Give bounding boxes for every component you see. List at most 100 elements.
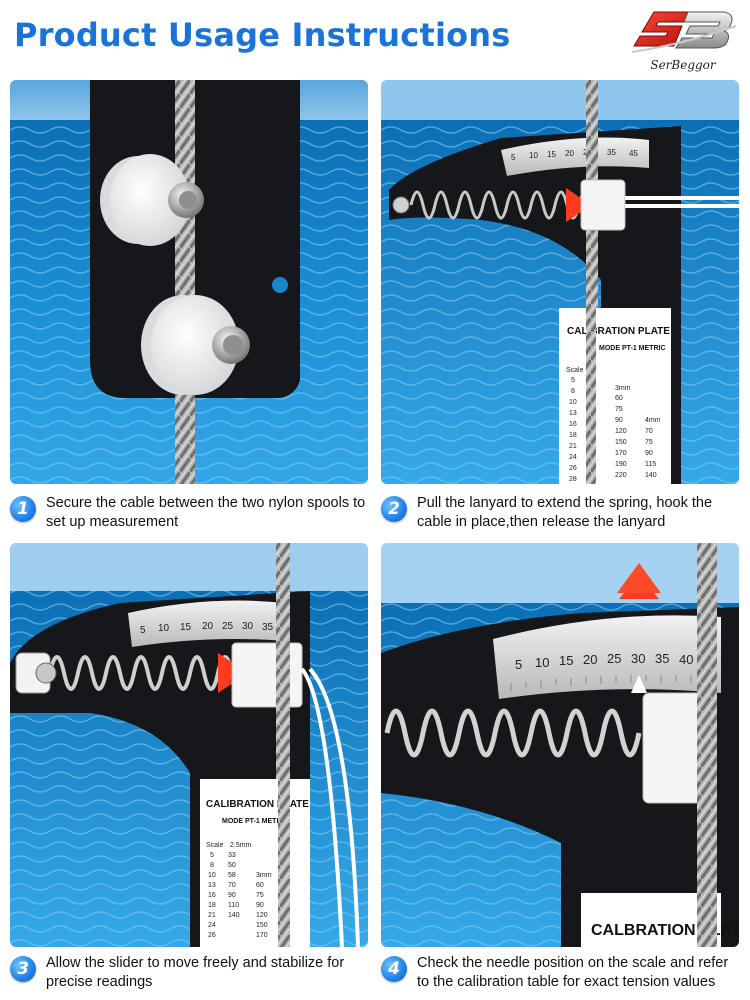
cal-value: 150: [615, 439, 627, 446]
scale-tick: 10: [158, 623, 170, 634]
cal-value: 60: [256, 882, 264, 889]
needle-reading-image: 5 10 15 20 25 30 35 40 CALBRATION PLATE: [381, 543, 739, 947]
cal-value: 90: [228, 892, 236, 899]
scale-tick: 45: [629, 149, 638, 158]
calibration-model: MODE PT-1 METRIC: [222, 818, 289, 825]
brand-logo: SerBeggor: [624, 6, 740, 76]
scale-tick: 20: [583, 652, 597, 667]
panel-step-1: [10, 80, 368, 484]
calibration-title: CALIBRATION PLATE: [206, 799, 309, 810]
step-description: Pull the lanyard to extend the spring, h…: [417, 495, 713, 530]
lanyard-hook-image: 5 10 15 20 25 35 45 CALIBRATION PLATE MO…: [381, 80, 739, 484]
cal-value: 120: [256, 912, 268, 919]
scale-tick: 15: [547, 150, 556, 159]
scale-header: Scale: [566, 367, 584, 374]
scale-tick: 35: [655, 651, 669, 666]
scale-tick: 30: [242, 621, 254, 632]
step-number-badge: 2: [381, 496, 407, 522]
scale-tick: 25: [222, 621, 234, 632]
cal-value: 90: [645, 450, 653, 457]
slider-stabilize-image: 5 10 15 20 25 30 35 CALIBRATION PLATE MO…: [10, 543, 368, 947]
scale-tick: 5: [515, 657, 522, 672]
scale-tick: 40: [679, 652, 693, 667]
scale-row: 24: [569, 454, 577, 461]
cal-value: 90: [615, 417, 623, 424]
cal-value: 140: [645, 472, 657, 479]
scale-row: 10: [208, 872, 216, 879]
scale-row: 21: [569, 443, 577, 450]
scale-row: 16: [569, 421, 577, 428]
cal-value: 140: [228, 912, 240, 919]
cal-value: 220: [615, 472, 627, 479]
col-header: 2.5mm: [230, 842, 252, 849]
brand-name: SerBeggor: [650, 58, 716, 72]
cal-value: 110: [228, 902, 239, 909]
scale-tick: 25: [607, 651, 621, 666]
calibration-model: MODE PT-1 METRIC: [599, 345, 666, 352]
step-4-caption: 4 Check the needle position on the scale…: [381, 954, 741, 992]
cal-value: 190: [615, 461, 627, 468]
scale-tick: 15: [559, 653, 573, 668]
panel-step-2: 5 10 15 20 25 35 45 CALIBRATION PLATE MO…: [381, 80, 739, 484]
cal-value: 70: [645, 428, 653, 435]
cal-value: 70: [228, 882, 236, 889]
scale-row: 13: [569, 410, 577, 417]
step-1-caption: 1 Secure the cable between the two nylon…: [10, 494, 368, 532]
step-description: Secure the cable between the two nylon s…: [46, 495, 366, 530]
step-number-badge: 3: [10, 956, 36, 982]
calibration-title: CALIBRATION PLATE: [567, 326, 670, 337]
scale-tick: 15: [180, 622, 192, 633]
step-2-caption: 2 Pull the lanyard to extend the spring,…: [381, 494, 739, 532]
panel-step-3: 5 10 15 20 25 30 35 CALIBRATION PLATE MO…: [10, 543, 368, 947]
scale-row: 18: [208, 902, 216, 909]
scale-tick: 20: [565, 149, 574, 158]
panel-step-4: 5 10 15 20 25 30 35 40 CALBRATION PLATE: [381, 543, 739, 947]
scale-tick: 10: [535, 655, 549, 670]
col-header: 4mm: [645, 417, 661, 424]
col-header: 3mm: [615, 385, 631, 392]
cal-value: 170: [615, 450, 627, 457]
scale-row: 10: [569, 399, 577, 406]
scale-tick: 35: [262, 622, 274, 633]
scale-row: 5: [571, 377, 575, 384]
cal-value: 75: [256, 892, 264, 899]
step-number-badge: 1: [10, 496, 36, 522]
scale-tick: 35: [607, 148, 616, 157]
cal-value: 58: [228, 872, 236, 879]
scale-tick: 10: [529, 151, 538, 160]
scale-row: 16: [208, 892, 216, 899]
scale-row: 8: [571, 388, 575, 395]
scale-header: Scale: [206, 842, 224, 849]
scale-tick: 5: [511, 153, 516, 162]
scale-row: 8: [210, 862, 214, 869]
scale-tick: 5: [140, 625, 146, 636]
cal-value: 120: [615, 428, 627, 435]
cal-value: 75: [645, 439, 653, 446]
cal-value: 115: [645, 461, 656, 468]
scale-row: 24: [208, 922, 216, 929]
step-number-badge: 4: [381, 956, 407, 982]
step-description: Allow the slider to move freely and stab…: [46, 955, 345, 990]
col-header: 3mm: [256, 872, 272, 879]
cal-value: 60: [615, 395, 623, 402]
logo-mark-icon: [631, 11, 737, 53]
cal-value: 75: [615, 406, 623, 413]
scale-row: 13: [208, 882, 216, 889]
scale-row: 18: [569, 432, 577, 439]
scale-row: 5: [210, 852, 214, 859]
scale-row: 28: [569, 476, 577, 483]
page-title: Product Usage Instructions: [14, 16, 511, 54]
scale-row: 26: [208, 932, 216, 939]
scale-row: 26: [569, 465, 577, 472]
cal-value: 90: [256, 902, 264, 909]
step-3-caption: 3 Allow the slider to move freely and st…: [10, 954, 368, 992]
scale-row: 21: [208, 912, 216, 919]
cal-value: 50: [228, 862, 236, 869]
step-description: Check the needle position on the scale a…: [417, 955, 729, 990]
cal-value: 150: [256, 922, 268, 929]
spool-closeup-image: [10, 80, 368, 484]
scale-tick: 30: [631, 651, 645, 666]
scale-tick: 20: [202, 621, 214, 632]
cal-value: 33: [228, 852, 236, 859]
cal-value: 170: [256, 932, 268, 939]
